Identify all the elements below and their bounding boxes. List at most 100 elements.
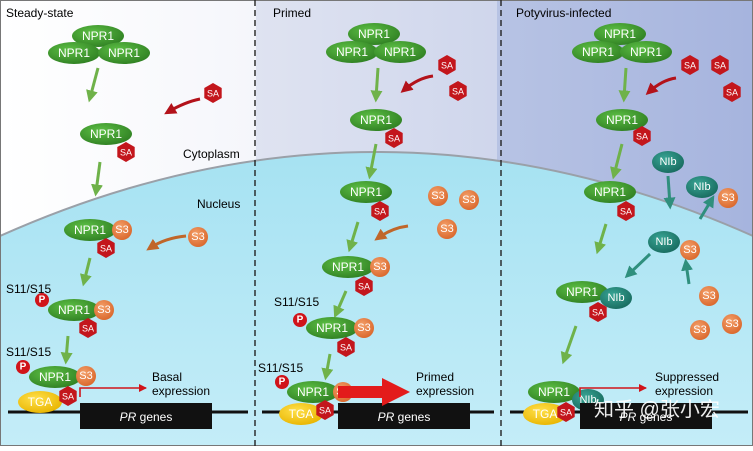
phosphate-marker: P: [293, 313, 307, 327]
s3-label: S3: [191, 231, 204, 243]
sa-label: SA: [620, 207, 632, 217]
tga-factor: TGA: [18, 391, 62, 413]
phosphate-label: P: [20, 362, 27, 373]
npr1-protein: NPR1: [326, 41, 378, 63]
svg-text:PR genes: PR genes: [120, 410, 173, 424]
npr1-protein: NPR1: [80, 123, 132, 145]
s3-protein: S3: [428, 186, 448, 206]
sa-label: SA: [636, 132, 648, 142]
phosphate-marker: P: [35, 293, 49, 307]
nib-label: NIb: [655, 236, 672, 248]
pathway-arrow: [60, 335, 73, 365]
s3-label: S3: [693, 324, 706, 336]
arrow-layer: [60, 67, 715, 381]
s3-protein: S3: [699, 286, 719, 306]
npr1-label: NPR1: [108, 46, 140, 60]
sa-molecule: SA: [681, 55, 699, 75]
npr1-label: NPR1: [332, 260, 364, 274]
sa-label: SA: [82, 324, 94, 334]
pathway-arrow: [79, 257, 92, 287]
phosphate-label: P: [297, 315, 304, 326]
npr1-label: NPR1: [82, 29, 114, 43]
npr1-label: NPR1: [604, 27, 636, 41]
sa-label: SA: [358, 282, 370, 292]
sa-molecule: SA: [711, 55, 729, 75]
pathway-arrow: [370, 67, 383, 103]
s3-label: S3: [97, 304, 110, 316]
watermark: 知乎 @张小宏: [594, 398, 720, 421]
sa-molecule: SA: [316, 400, 334, 420]
sa-label: SA: [684, 61, 696, 71]
s3-label: S3: [702, 290, 715, 302]
nucleus-label: Nucleus: [197, 197, 240, 211]
pathway-arrow: [681, 258, 694, 285]
sa-label: SA: [714, 61, 726, 71]
s3-label: S3: [357, 322, 370, 334]
pathway-arrow: [164, 97, 201, 115]
pathway-arrow: [321, 353, 334, 381]
nib-protein: NIb: [652, 151, 684, 173]
pathway-arrow: [624, 252, 652, 279]
s3-protein: S3: [690, 320, 710, 340]
sa-label: SA: [560, 408, 572, 418]
pr-genes-italic: PR: [378, 410, 395, 424]
pathway-arrow: [698, 195, 715, 220]
nib-label: NIb: [693, 181, 710, 193]
s3-label: S3: [721, 192, 734, 204]
sa-label: SA: [120, 148, 132, 158]
sa-molecule: SA: [557, 402, 575, 422]
pathway-arrow: [365, 143, 378, 180]
s3-protein: S3: [354, 318, 374, 338]
cytoplasm-label: Cytoplasm: [183, 147, 240, 161]
npr1-label: NPR1: [58, 46, 90, 60]
npr1-label: NPR1: [39, 370, 71, 384]
phosphate-marker: P: [275, 375, 289, 389]
pathway-arrow: [333, 290, 348, 319]
pathway-arrow: [374, 224, 409, 241]
pr-genes-rest: genes: [136, 410, 172, 424]
sa-label: SA: [340, 343, 352, 353]
tga-label: TGA: [533, 407, 558, 421]
sa-label: SA: [452, 87, 464, 97]
pr-genes-italic: PR: [120, 410, 137, 424]
primed-expression-line2: expression: [416, 384, 474, 398]
npr1-protein: NPR1: [350, 109, 402, 131]
sa-molecule: SA: [355, 276, 373, 296]
sa-molecule: SA: [589, 302, 607, 322]
npr1-label: NPR1: [606, 113, 638, 127]
npr1-protein: NPR1: [287, 381, 339, 403]
sa-molecule: SA: [438, 55, 456, 75]
sa-molecule: SA: [449, 81, 467, 101]
npr1-label: NPR1: [630, 45, 662, 59]
npr1-protein: NPR1: [594, 23, 646, 45]
npr1-protein: NPR1: [556, 281, 608, 303]
phosphate-label: P: [279, 377, 286, 388]
npr1-protein: NPR1: [596, 109, 648, 131]
tga-factor: TGA: [523, 403, 567, 425]
phospho-site-label: S11/S15: [6, 345, 51, 359]
sa-molecule: SA: [59, 386, 77, 406]
s3-protein: S3: [112, 220, 132, 240]
panel-title-primed: Primed: [273, 6, 311, 20]
panel-title-steady: Steady-state: [6, 6, 74, 20]
basal-expression-arrow: [79, 384, 147, 397]
tga-label: TGA: [28, 395, 53, 409]
npr1-protein: NPR1: [572, 41, 624, 63]
primed-expression-arrow: [338, 378, 410, 406]
pr-genes-rest: genes: [394, 410, 430, 424]
npr1-protein: NPR1: [29, 366, 81, 388]
npr1-label: NPR1: [297, 385, 329, 399]
pathway-arrow: [146, 234, 187, 251]
pathway-arrow: [91, 161, 103, 197]
s3-protein: S3: [718, 188, 738, 208]
sa-label: SA: [441, 61, 453, 71]
npr1-protein: NPR1: [340, 181, 392, 203]
sa-molecule: SA: [617, 201, 635, 221]
s3-label: S3: [431, 190, 444, 202]
pathway-arrow: [594, 223, 608, 255]
pathway-arrow: [86, 67, 100, 103]
primed-expression-line1: Primed: [416, 370, 454, 384]
